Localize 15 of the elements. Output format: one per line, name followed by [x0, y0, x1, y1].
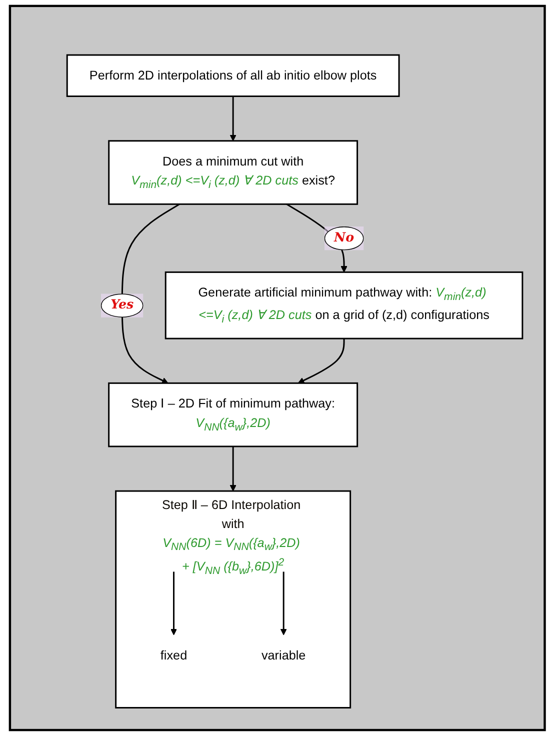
node-box: Does a minimum cut with V$_{min}$(z,d) <=V$_{i}$ (z,d) ∀ 2D cuts exist?: [108, 140, 358, 205]
node-box: Perform 2D interpolations of all ab initio elbow plots: [66, 54, 400, 97]
edge-label: Yes: [110, 297, 134, 312]
arrow: [229, 96, 236, 142]
node-box: Step Ⅰ – 2D Fit of minimum pathway: V$_{NN}$({a$_{w}$},2D): [108, 382, 358, 448]
arrow: [229, 446, 236, 492]
node-box: Generate artificial minimum pathway with: V$_{min}$(z,d) <=V$_{i}$ (z,d) ∀ 2D cuts on a grid of (z,d) configurations: [164, 271, 523, 340]
arrow: [280, 572, 287, 636]
edge-label: No: [334, 230, 354, 246]
arrow: [298, 338, 344, 384]
arrow: [121, 204, 180, 384]
cluster: [8, 4, 546, 732]
node-text: fixed: [160, 648, 187, 662]
arrow: [170, 572, 177, 636]
node-text: variable: [261, 648, 306, 662]
